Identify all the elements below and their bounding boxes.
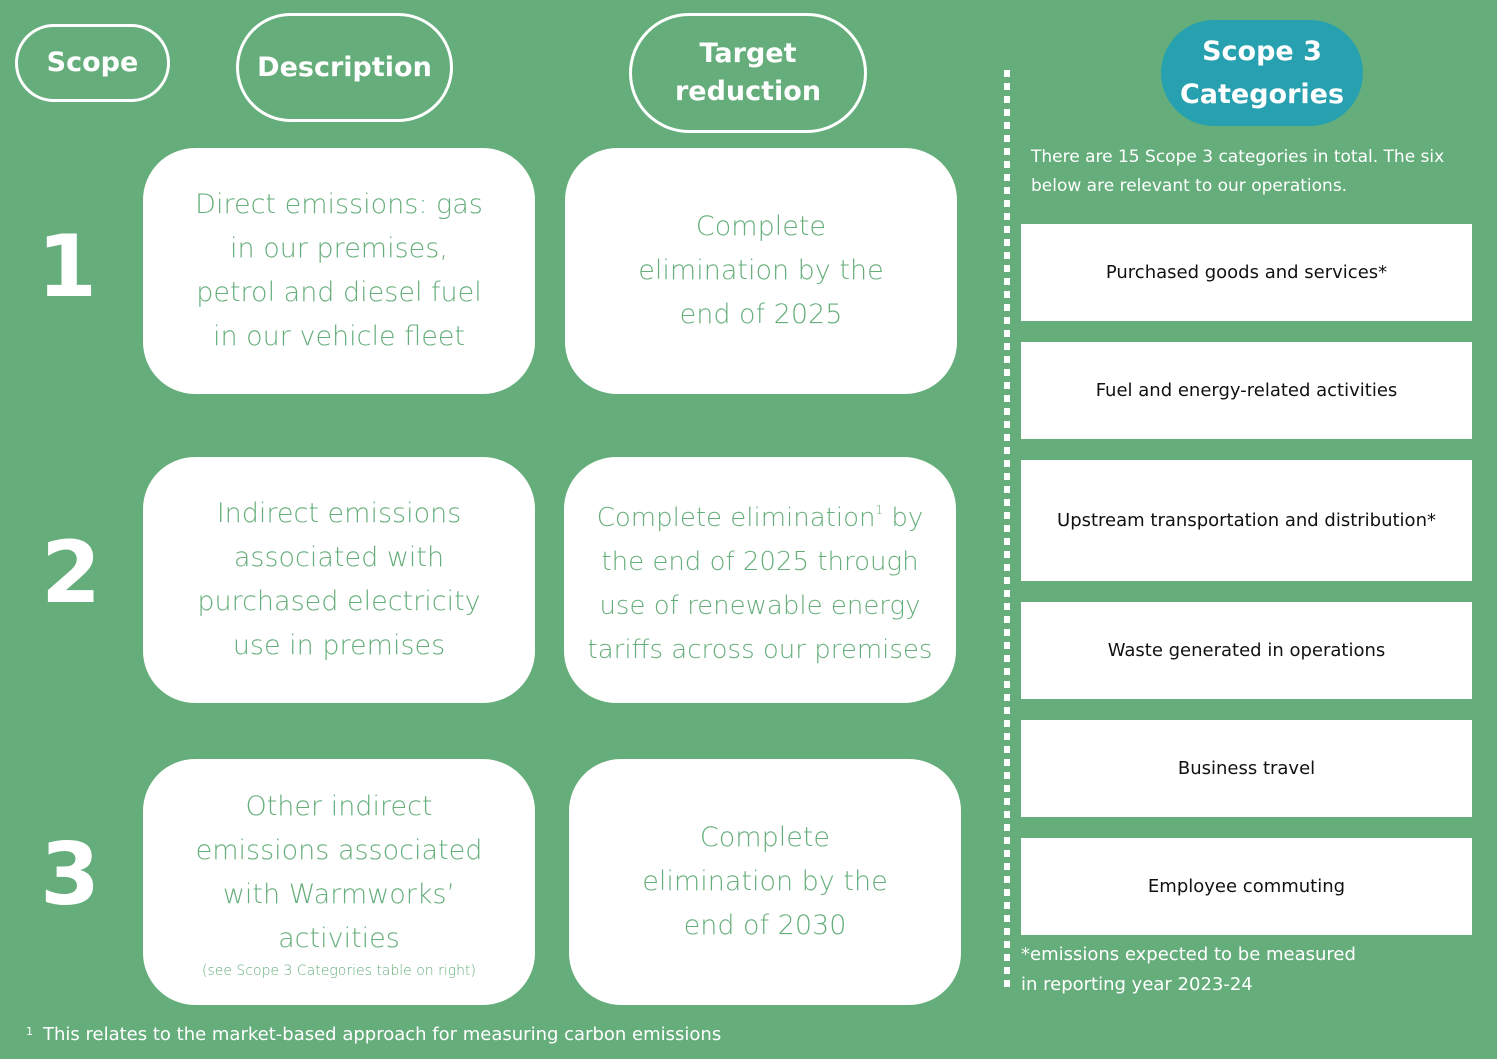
description-header: Description [236, 13, 453, 122]
category-label: Business travel [1177, 758, 1316, 779]
scope1-description-text: Direct emissions: gas in our premises, p… [195, 183, 483, 359]
desc-line: activities [278, 923, 400, 954]
target-line: Complete [695, 211, 827, 242]
desc-line: Direct emissions: gas [195, 189, 483, 220]
page-footnote-text: This relates to the market-based approac… [43, 1024, 722, 1045]
desc-line: with Warmworks’ [222, 879, 456, 910]
scope3-description-card: Other indirect emissions associated with… [143, 759, 535, 1005]
desc-line: in our premises, [230, 233, 448, 264]
scope3-categories-badge: Scope 3 Categories [1161, 20, 1363, 126]
scope3-target-text: Complete elimination by the end of 2030 [642, 816, 887, 948]
scope3-footnote: *emissions expected to be measured in re… [1021, 940, 1356, 1000]
category-label: Upstream transportation and distribution… [1057, 510, 1436, 531]
scope3-description-note: (see Scope 3 Categories table on right) [202, 963, 476, 979]
target-line: tariffs across our premises [587, 635, 933, 665]
target-line: end of 2030 [683, 910, 847, 941]
scope2-description-text: Indirect emissions associated with purch… [197, 492, 480, 668]
category-label: Employee commuting [1147, 876, 1346, 897]
scope-number-2: 2 [41, 523, 101, 623]
desc-line: emissions associated [195, 835, 483, 866]
scope3-intro-text: There are 15 Scope 3 categories in total… [1031, 147, 1445, 196]
target-reduction-header: Target reduction [629, 13, 867, 133]
scope3-target-card: Complete elimination by the end of 2030 [569, 759, 961, 1005]
scope-number-1: 1 [37, 217, 97, 317]
desc-line: purchased electricity [197, 586, 481, 617]
target-line: Complete elimination1 by [588, 488, 933, 540]
category-label: Purchased goods and services* [1105, 262, 1388, 283]
category-item: Upstream transportation and distribution… [1021, 460, 1472, 581]
scope3-description-text: Other indirect emissions associated with… [196, 785, 483, 961]
desc-line: Indirect emissions [216, 498, 462, 529]
category-item: Purchased goods and services* [1021, 224, 1472, 321]
target-line: elimination by the [638, 255, 884, 286]
scope1-target-card: Complete elimination by the end of 2025 [565, 148, 957, 394]
category-item: Employee commuting [1021, 838, 1472, 935]
category-item: Waste generated in operations [1021, 602, 1472, 699]
target-line: elimination by the [642, 866, 888, 897]
target-header-line1: Target [699, 38, 797, 70]
target-line: Complete [699, 822, 831, 853]
badge-line2: Categories [1179, 79, 1345, 110]
description-header-label: Description [257, 51, 432, 83]
category-label: Waste generated in operations [1107, 640, 1386, 661]
scope3-footnote-line1: *emissions expected to be measured [1021, 944, 1356, 965]
category-item: Business travel [1021, 720, 1472, 817]
scope1-target-text: Complete elimination by the end of 2025 [638, 205, 883, 337]
badge-line1: Scope 3 [1202, 36, 1322, 67]
target-header-line2: reduction [674, 76, 822, 107]
scope2-target-text: Complete elimination1 by the end of 2025… [588, 488, 933, 672]
desc-line: petrol and diesel fuel [196, 277, 482, 308]
scope-number-3: 3 [40, 825, 100, 925]
scope2-description-card: Indirect emissions associated with purch… [143, 457, 535, 703]
scope1-description-card: Direct emissions: gas in our premises, p… [143, 148, 535, 394]
desc-line: in our vehicle fleet [212, 321, 466, 352]
scope3-footnote-line2: in reporting year 2023-24 [1021, 974, 1253, 995]
scope-header: Scope [15, 24, 170, 102]
page-footnote-marker: 1 [26, 1025, 33, 1038]
target-line-part: by [891, 503, 924, 533]
scope2-target-card: Complete elimination1 by the end of 2025… [564, 457, 956, 703]
desc-line: use in premises [232, 630, 446, 661]
desc-line: associated with [233, 542, 445, 573]
category-item: Fuel and energy-related activities [1021, 342, 1472, 439]
category-label: Fuel and energy-related activities [1095, 380, 1398, 401]
scope-header-label: Scope [46, 47, 139, 79]
target-line: use of renewable energy [599, 591, 921, 621]
target-line: the end of 2025 through [601, 547, 919, 577]
desc-line: Other indirect [245, 791, 433, 822]
dotted-divider [1004, 70, 1010, 992]
page-footnote: 1 This relates to the market-based approa… [26, 1024, 721, 1045]
target-line: end of 2025 [679, 299, 843, 330]
target-line-part: Complete elimination [596, 503, 876, 533]
footnote-marker: 1 [875, 503, 884, 517]
